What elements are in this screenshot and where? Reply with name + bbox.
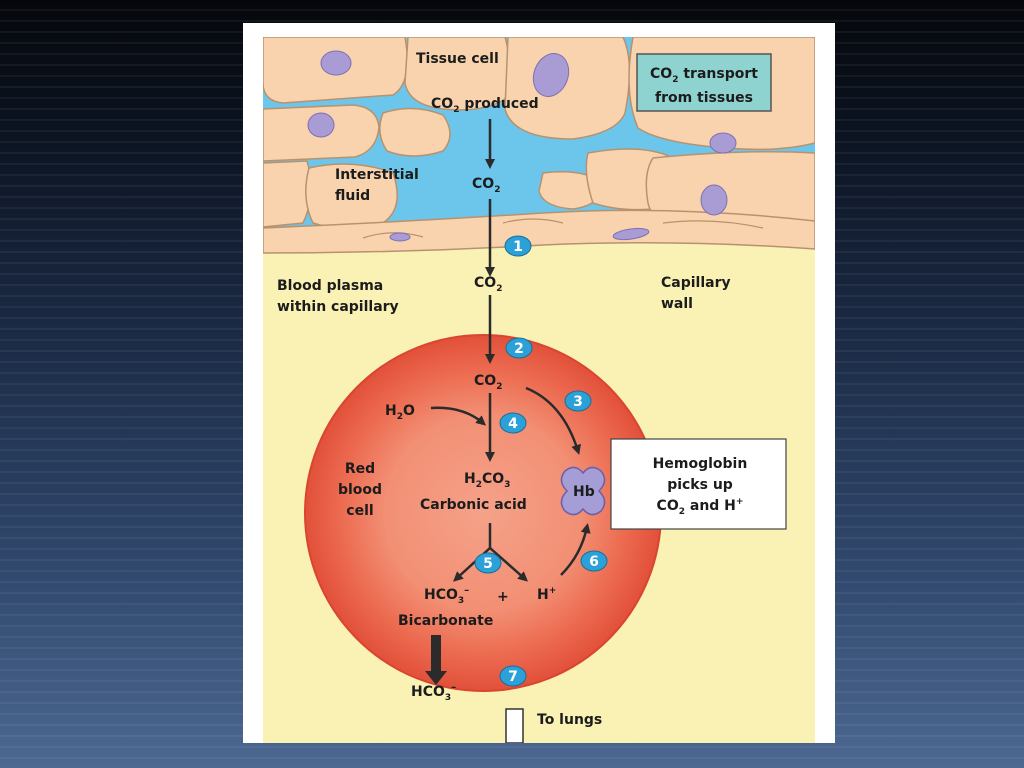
step-7-marker: 7	[499, 665, 527, 687]
step-3-label: 3	[573, 394, 583, 410]
co2-plasma-label: CO2	[474, 275, 502, 294]
step-2-label: 2	[514, 341, 524, 357]
step-markers: 1 2 3 4 5 6 7	[474, 235, 608, 687]
hemoglobin-box-line-1: Hemoglobin	[653, 456, 748, 472]
hydrogen-ion-label: H+	[537, 586, 556, 603]
red-blood-cell-label-line-2: blood	[338, 482, 382, 498]
step-4-marker: 4	[499, 412, 527, 434]
title-line-2: from tissues	[655, 90, 753, 106]
to-lungs-label: To lungs	[537, 712, 602, 728]
interstitial-label-line-1: Interstitial	[335, 167, 419, 183]
hemoglobin-box	[610, 438, 787, 530]
plus-sign: +	[497, 589, 509, 605]
step-6-marker: 6	[580, 550, 608, 572]
arrow-to-hydrogen	[489, 547, 528, 582]
slide: 1 2 3 4 5 6 7 CO2 transport from tissues…	[243, 23, 835, 743]
capillary-wall-band	[263, 209, 815, 254]
bicarbonate-label: Bicarbonate	[398, 613, 493, 629]
step-3-marker: 3	[564, 390, 592, 412]
hco3-label: HCO3–	[424, 585, 469, 606]
step-1-marker: 1	[504, 235, 532, 257]
blood-plasma-label-line-2: within capillary	[277, 299, 399, 315]
capillary-wall-label-line-2: wall	[661, 296, 693, 312]
co2-transport-diagram: 1 2 3 4 5 6 7 CO2 transport from tissues…	[263, 37, 815, 743]
red-blood-cell-label-line-3: cell	[346, 503, 373, 519]
red-blood-cell-label-line-1: Red	[345, 461, 375, 477]
arrow-hydrogen-to-hb	[560, 523, 591, 576]
arrow-h2o-to-carbonic	[430, 406, 487, 426]
tissue-cell-nuclei	[307, 50, 737, 242]
step-7-label: 7	[508, 669, 518, 685]
step-6-label: 6	[589, 554, 599, 570]
step-5-marker: 5	[474, 552, 502, 574]
h2o-label: H2O	[385, 403, 415, 422]
capillary-wall-label-line-1: Capillary	[661, 275, 731, 291]
h2co3-label: H2CO3	[464, 471, 510, 490]
bicarbonate-exit-arrow	[425, 635, 447, 685]
hb-label: Hb	[573, 484, 595, 500]
arrow-co2-to-hb	[525, 386, 581, 455]
carbonic-acid-label: Carbonic acid	[420, 497, 527, 513]
hemoglobin-box-line-2: picks up	[667, 477, 733, 493]
title-line-1: CO2 transport	[650, 66, 758, 85]
hco3-out-label: HCO3–	[411, 682, 456, 703]
hemoglobin-shape	[560, 466, 606, 516]
step-1-label: 1	[513, 239, 523, 255]
co2-interstitial-label: CO2	[472, 176, 500, 195]
step-2-marker: 2	[505, 337, 533, 359]
step-5-label: 5	[483, 556, 493, 572]
step-4-label: 4	[508, 416, 518, 432]
hemoglobin-box-line-3: CO2 and H+	[657, 497, 744, 517]
capillary-wall-lines	[362, 218, 764, 239]
title-box	[636, 53, 772, 112]
co2-produced-label: CO2 produced	[431, 96, 539, 115]
to-lungs-arrow	[505, 708, 524, 743]
tissue-cell-label: Tissue cell	[416, 51, 499, 67]
co2-rbc-label: CO2	[474, 373, 502, 392]
blood-plasma-label-line-1: Blood plasma	[277, 278, 383, 294]
interstitial-label-line-2: fluid	[335, 188, 370, 204]
